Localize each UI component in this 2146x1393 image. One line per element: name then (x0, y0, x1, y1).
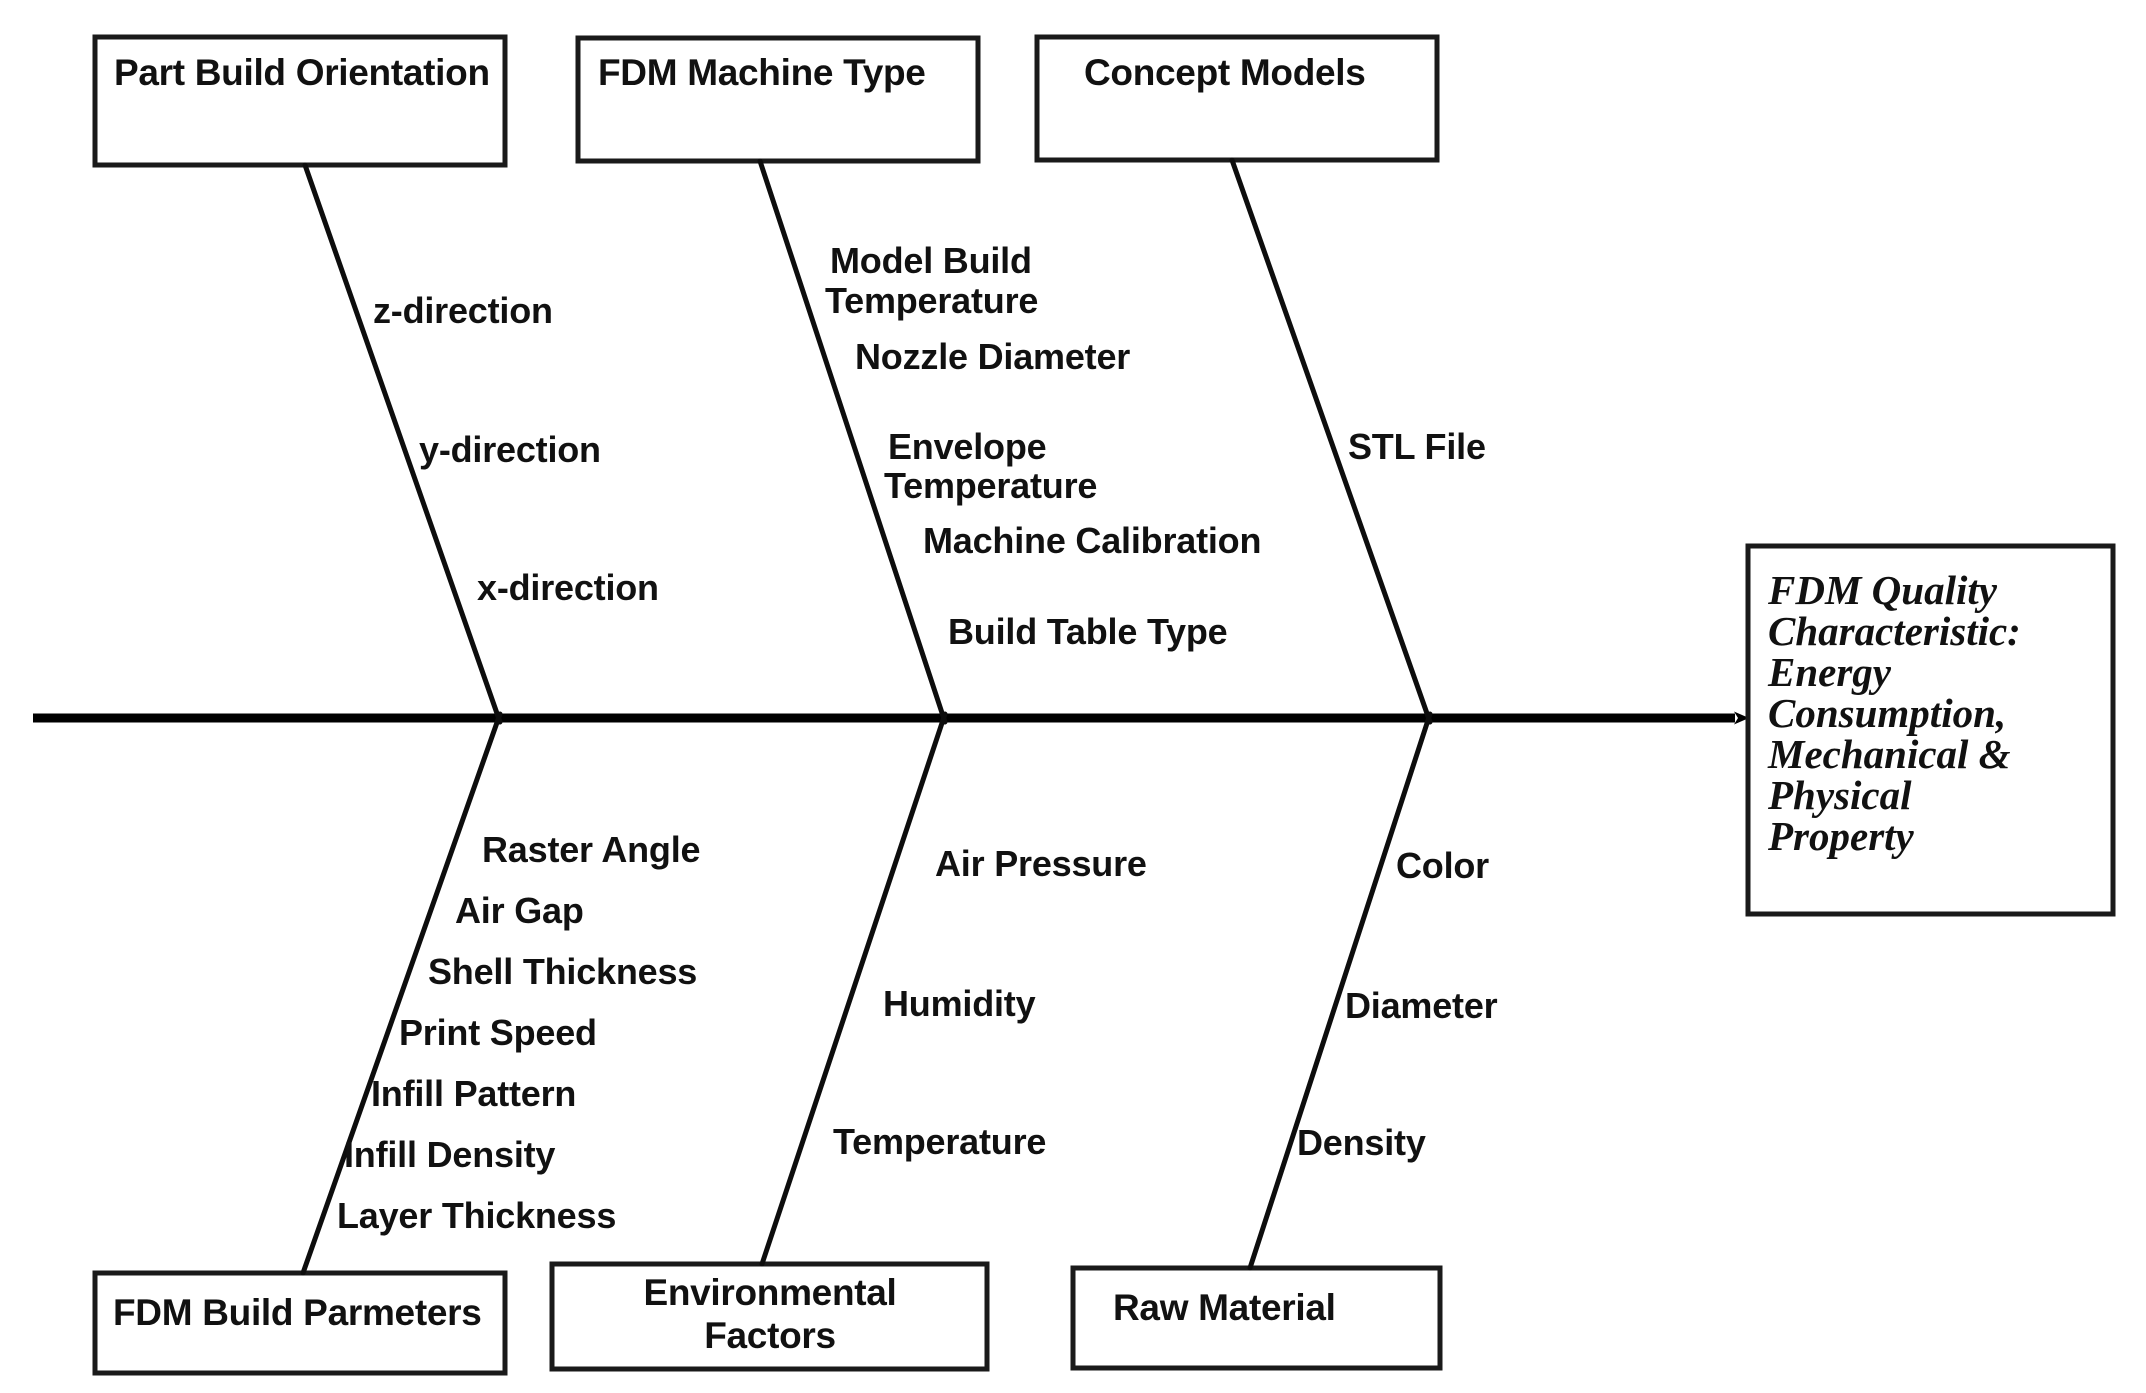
bone-concept-models (1229, 157, 1433, 725)
cause-label-layer-thickness: Layer Thickness (337, 1195, 616, 1236)
cause-label-envelope-temperature-line2: Temperature (884, 465, 1097, 506)
cause-label-build-table-type: Build Table Type (948, 611, 1228, 652)
cause-label-temperature: Temperature (833, 1121, 1046, 1162)
bone-part-build-orientation (302, 162, 503, 725)
bone-fdm-machine-type (757, 158, 948, 725)
category-label-fdm-machine-type: FDM Machine Type (598, 52, 926, 93)
category-label-part-build-orientation: Part Build Orientation (114, 52, 490, 93)
effect-line-4: Consumption, (1768, 690, 2006, 736)
cause-label-z-direction: z-direction (373, 290, 553, 331)
bone-environmental-factors (759, 711, 948, 1267)
effect-line-1: FDM Quality (1767, 567, 1998, 613)
bone-fdm-build-parmeters (300, 711, 503, 1276)
cause-label-machine-calibration: Machine Calibration (923, 520, 1261, 561)
cause-label-air-gap: Air Gap (455, 890, 584, 931)
cause-label-density: Density (1297, 1122, 1426, 1163)
cause-label-model-build-temperature-line1: Model Build (830, 240, 1032, 281)
cause-label-y-direction: y-direction (419, 429, 601, 470)
cause-label-infill-pattern: Infill Pattern (371, 1073, 576, 1114)
category-label-environmental-factors-line1: Environmental (643, 1272, 896, 1313)
effect-line-6: Physical (1767, 772, 1912, 818)
category-label-environmental-factors-line2: Factors (704, 1315, 836, 1356)
cause-label-humidity: Humidity (883, 983, 1036, 1024)
cause-label-raster-angle: Raster Angle (482, 829, 700, 870)
category-box-environmental-factors[interactable] (549, 1261, 990, 1372)
category-label-fdm-build-parmeters: FDM Build Parmeters (113, 1292, 482, 1333)
category-box-raw-material[interactable] (1070, 1265, 1443, 1371)
category-box-fdm-machine-type[interactable] (575, 35, 981, 164)
cause-label-stl-file: STL File (1348, 426, 1486, 467)
category-label-raw-material: Raw Material (1113, 1287, 1336, 1328)
cause-label-model-build-temperature-line2: Temperature (825, 280, 1038, 321)
cause-label-air-pressure: Air Pressure (935, 843, 1147, 884)
cause-label-diameter: Diameter (1345, 985, 1498, 1026)
cause-label-shell-thickness: Shell Thickness (428, 951, 697, 992)
effect-line-2: Characteristic: (1768, 608, 2021, 654)
effect-line-5: Mechanical & (1767, 731, 2011, 777)
cause-label-print-speed: Print Speed (399, 1012, 597, 1053)
cause-label-x-direction: x-direction (477, 567, 659, 608)
effect-line-3: Energy (1767, 649, 1892, 695)
cause-label-infill-density: Infill Density (344, 1134, 555, 1175)
bone-raw-material (1247, 711, 1433, 1271)
cause-label-color: Color (1396, 845, 1489, 886)
category-box-concept-models[interactable] (1034, 34, 1440, 163)
category-box-fdm-build-parmeters[interactable] (92, 1270, 508, 1376)
effect-box[interactable] (1745, 543, 2116, 917)
cause-label-envelope-temperature-line1: Envelope (888, 426, 1046, 467)
cause-label-nozzle-diameter: Nozzle Diameter (855, 336, 1130, 377)
category-label-concept-models: Concept Models (1084, 52, 1366, 93)
effect-line-7: Property (1767, 813, 1915, 859)
category-box-part-build-orientation[interactable] (92, 34, 508, 168)
